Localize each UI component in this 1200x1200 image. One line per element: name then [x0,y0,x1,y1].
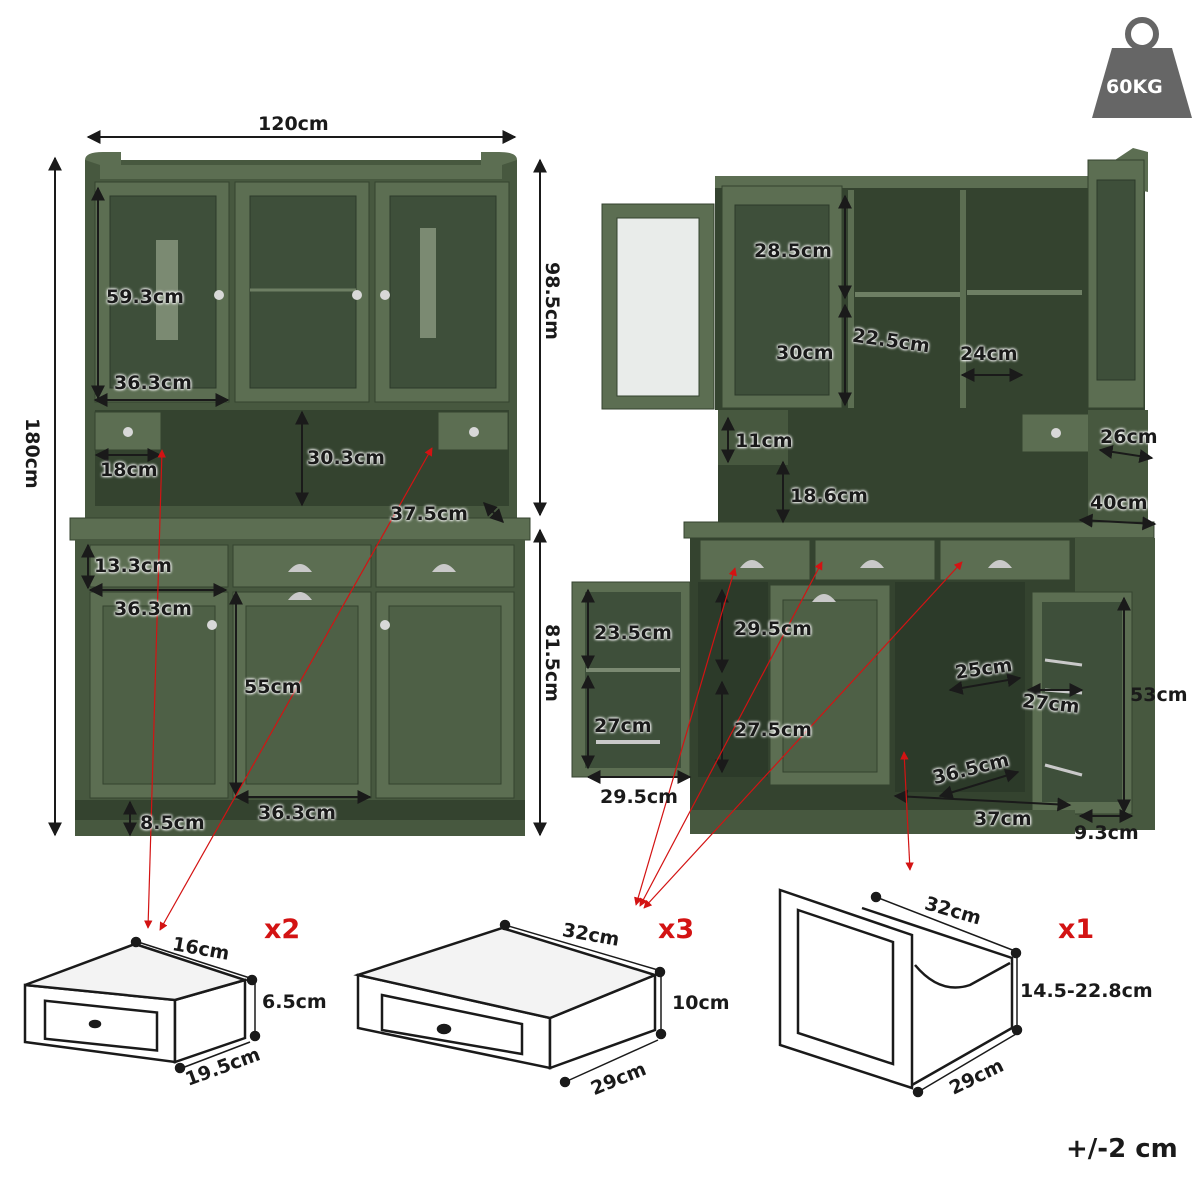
pullout-basket-drawing [778,888,1023,1098]
shelf-top: 28.5cm [754,240,832,262]
front-dimension-arrows [48,130,547,837]
qty-pullout: x1 [1058,914,1095,945]
glass-door-height: 59.3cm [106,286,184,308]
weight-label: 60KG [1106,76,1163,98]
base-door-height: 55cm [244,676,302,698]
base-door-left [89,591,229,799]
large-drawer-detail-height: 10cm [672,992,730,1014]
pullout-detail-height: 14.5-22.8cm [1020,980,1153,1002]
glass-door-right [374,181,510,403]
counter-depth: 37.5cm [390,503,468,525]
left-width: 29.5cm [600,786,678,808]
open-depth: 40cm [1090,492,1148,514]
small-drawer-width: 18cm [100,459,158,481]
front-cabinet [69,152,531,836]
glass-door-width: 36.3cm [114,372,192,394]
glass-door-center [234,181,370,403]
bottom-width: 37cm [974,808,1032,830]
mid-upper: 29.5cm [734,618,812,640]
left-upper: 23.5cm [594,622,672,644]
drawer-small-drawing [23,936,261,1074]
small-drawer-detail-height: 6.5cm [262,991,327,1013]
qty-small-drawer: x2 [264,914,301,945]
drawer-large-drawing [353,919,667,1088]
left-lower: 27cm [594,715,652,737]
hook-height: 11cm [735,430,793,452]
drawer-height: 13.3cm [94,555,172,577]
counter-gap: 18.6cm [790,485,868,507]
open-glass-door-left [601,203,715,410]
mid-lower: 27.5cm [734,719,812,741]
leg-height: 8.5cm [140,812,205,834]
detail-pointer-lines [144,447,963,931]
weight-icon [1092,17,1192,118]
upper-height: 98.5cm [541,262,563,340]
front-width: 120cm [258,113,329,135]
open-space-height: 30.3cm [307,447,385,469]
door-rack-depth: 9.3cm [1074,822,1139,844]
shelf-low: 30cm [776,342,834,364]
qty-large-drawer: x3 [658,914,695,945]
tolerance-note: +/-2 cm [1066,1134,1178,1164]
drawer-width: 36.3cm [114,598,192,620]
open-glass-door-mid [721,185,843,409]
right-height: 53cm [1130,684,1188,706]
lower-height: 81.5cm [541,624,563,702]
inner-width: 24cm [960,343,1018,365]
front-height: 180cm [21,418,43,489]
open-glass-door-right [1087,159,1145,409]
base-door-right [375,591,515,799]
small-drawer-right [437,411,509,451]
base-door-width: 36.3cm [258,802,336,824]
small-drawer-depth: 26cm [1100,426,1158,448]
